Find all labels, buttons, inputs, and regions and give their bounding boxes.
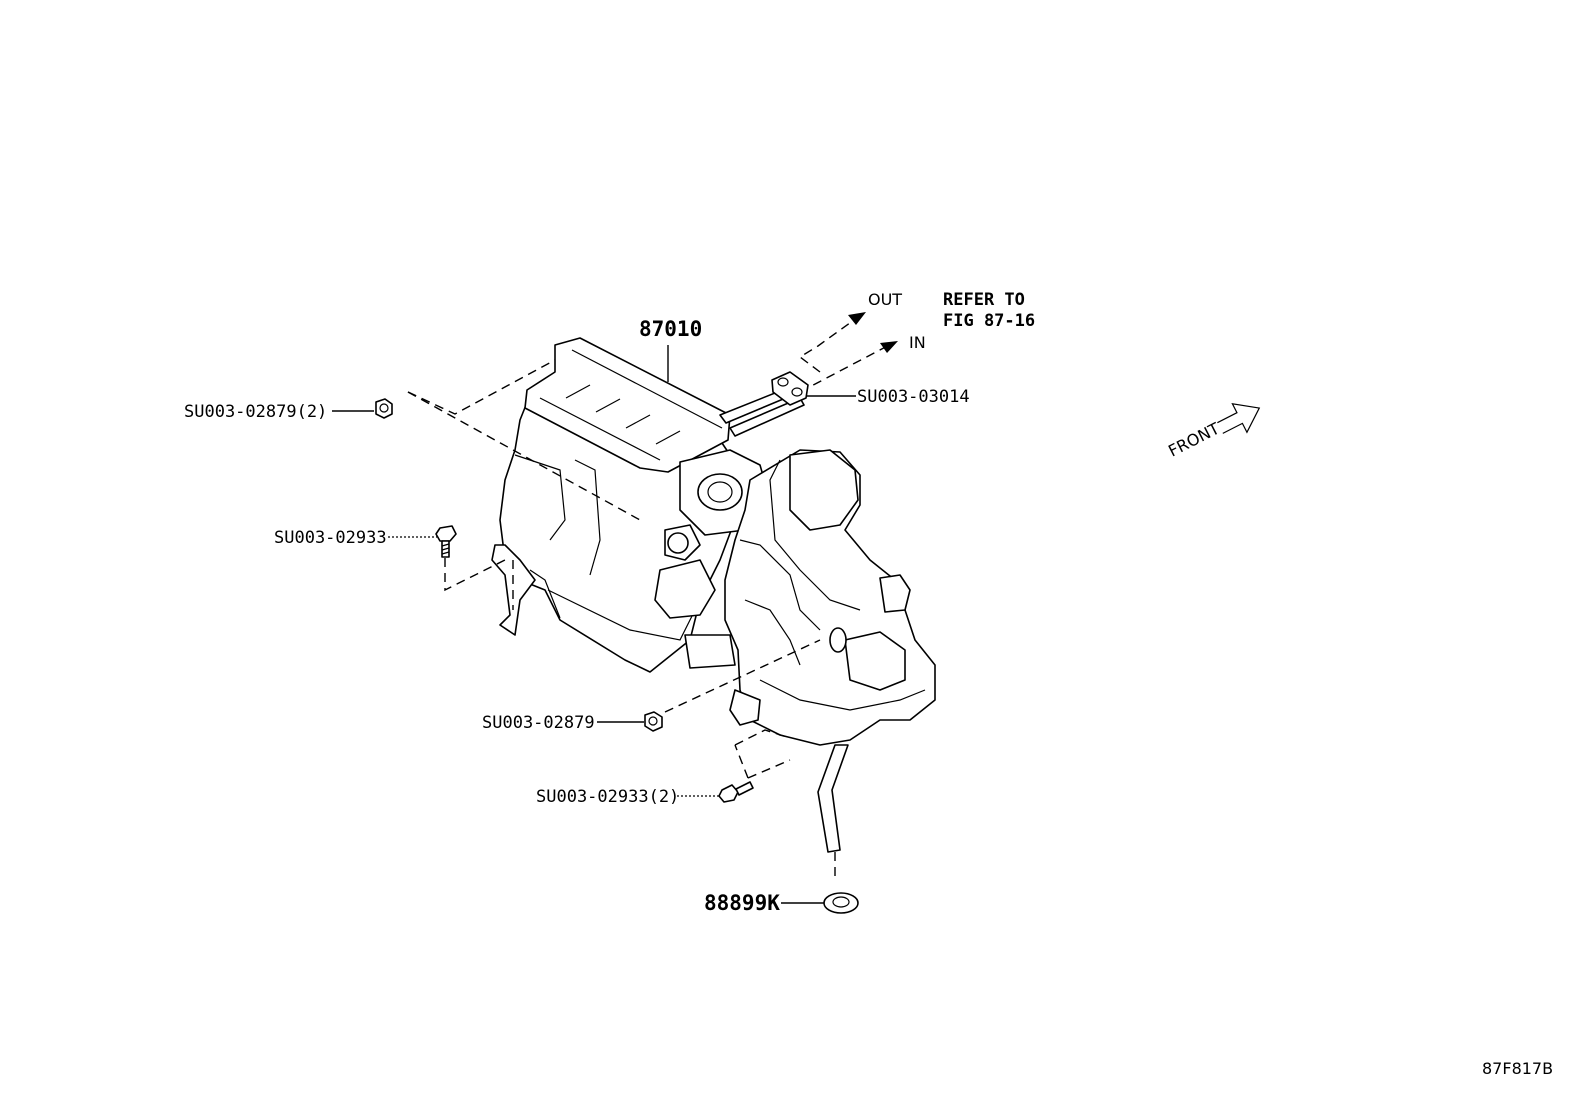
drain-grommet-icon [823, 892, 859, 914]
callout-su003-03014: SU003-03014 [857, 387, 970, 407]
callout-su003-02879-2: SU003-02879(2) [184, 402, 327, 422]
in-arrow-icon [880, 341, 898, 353]
nut-icon [375, 398, 393, 419]
bolt-icon [718, 781, 754, 803]
main-part-number: 87010 [639, 317, 702, 341]
heater-unit-assembly [491, 337, 936, 853]
bolt-icon [435, 525, 457, 558]
out-arrow-icon [848, 312, 866, 325]
front-label: FRONT [1165, 419, 1223, 461]
callout-su003-02879: SU003-02879 [482, 713, 595, 733]
callout-su003-02933: SU003-02933 [274, 528, 387, 548]
front-arrow-icon [1217, 402, 1261, 434]
drawing-code: 87F817B [1482, 1059, 1553, 1078]
reference-lines [407, 311, 896, 880]
in-label: IN [909, 333, 926, 352]
nut-icon [644, 711, 663, 732]
out-label: OUT [868, 290, 902, 309]
refer-note-line2: FIG 87-16 [943, 311, 1035, 331]
refer-note-line1: REFER TO [943, 290, 1025, 310]
grommet-icon [771, 371, 809, 406]
front-indicator: FRONT [1165, 402, 1261, 461]
callout-88899k: 88899K [704, 891, 780, 915]
callout-su003-02933-2: SU003-02933(2) [536, 787, 679, 807]
